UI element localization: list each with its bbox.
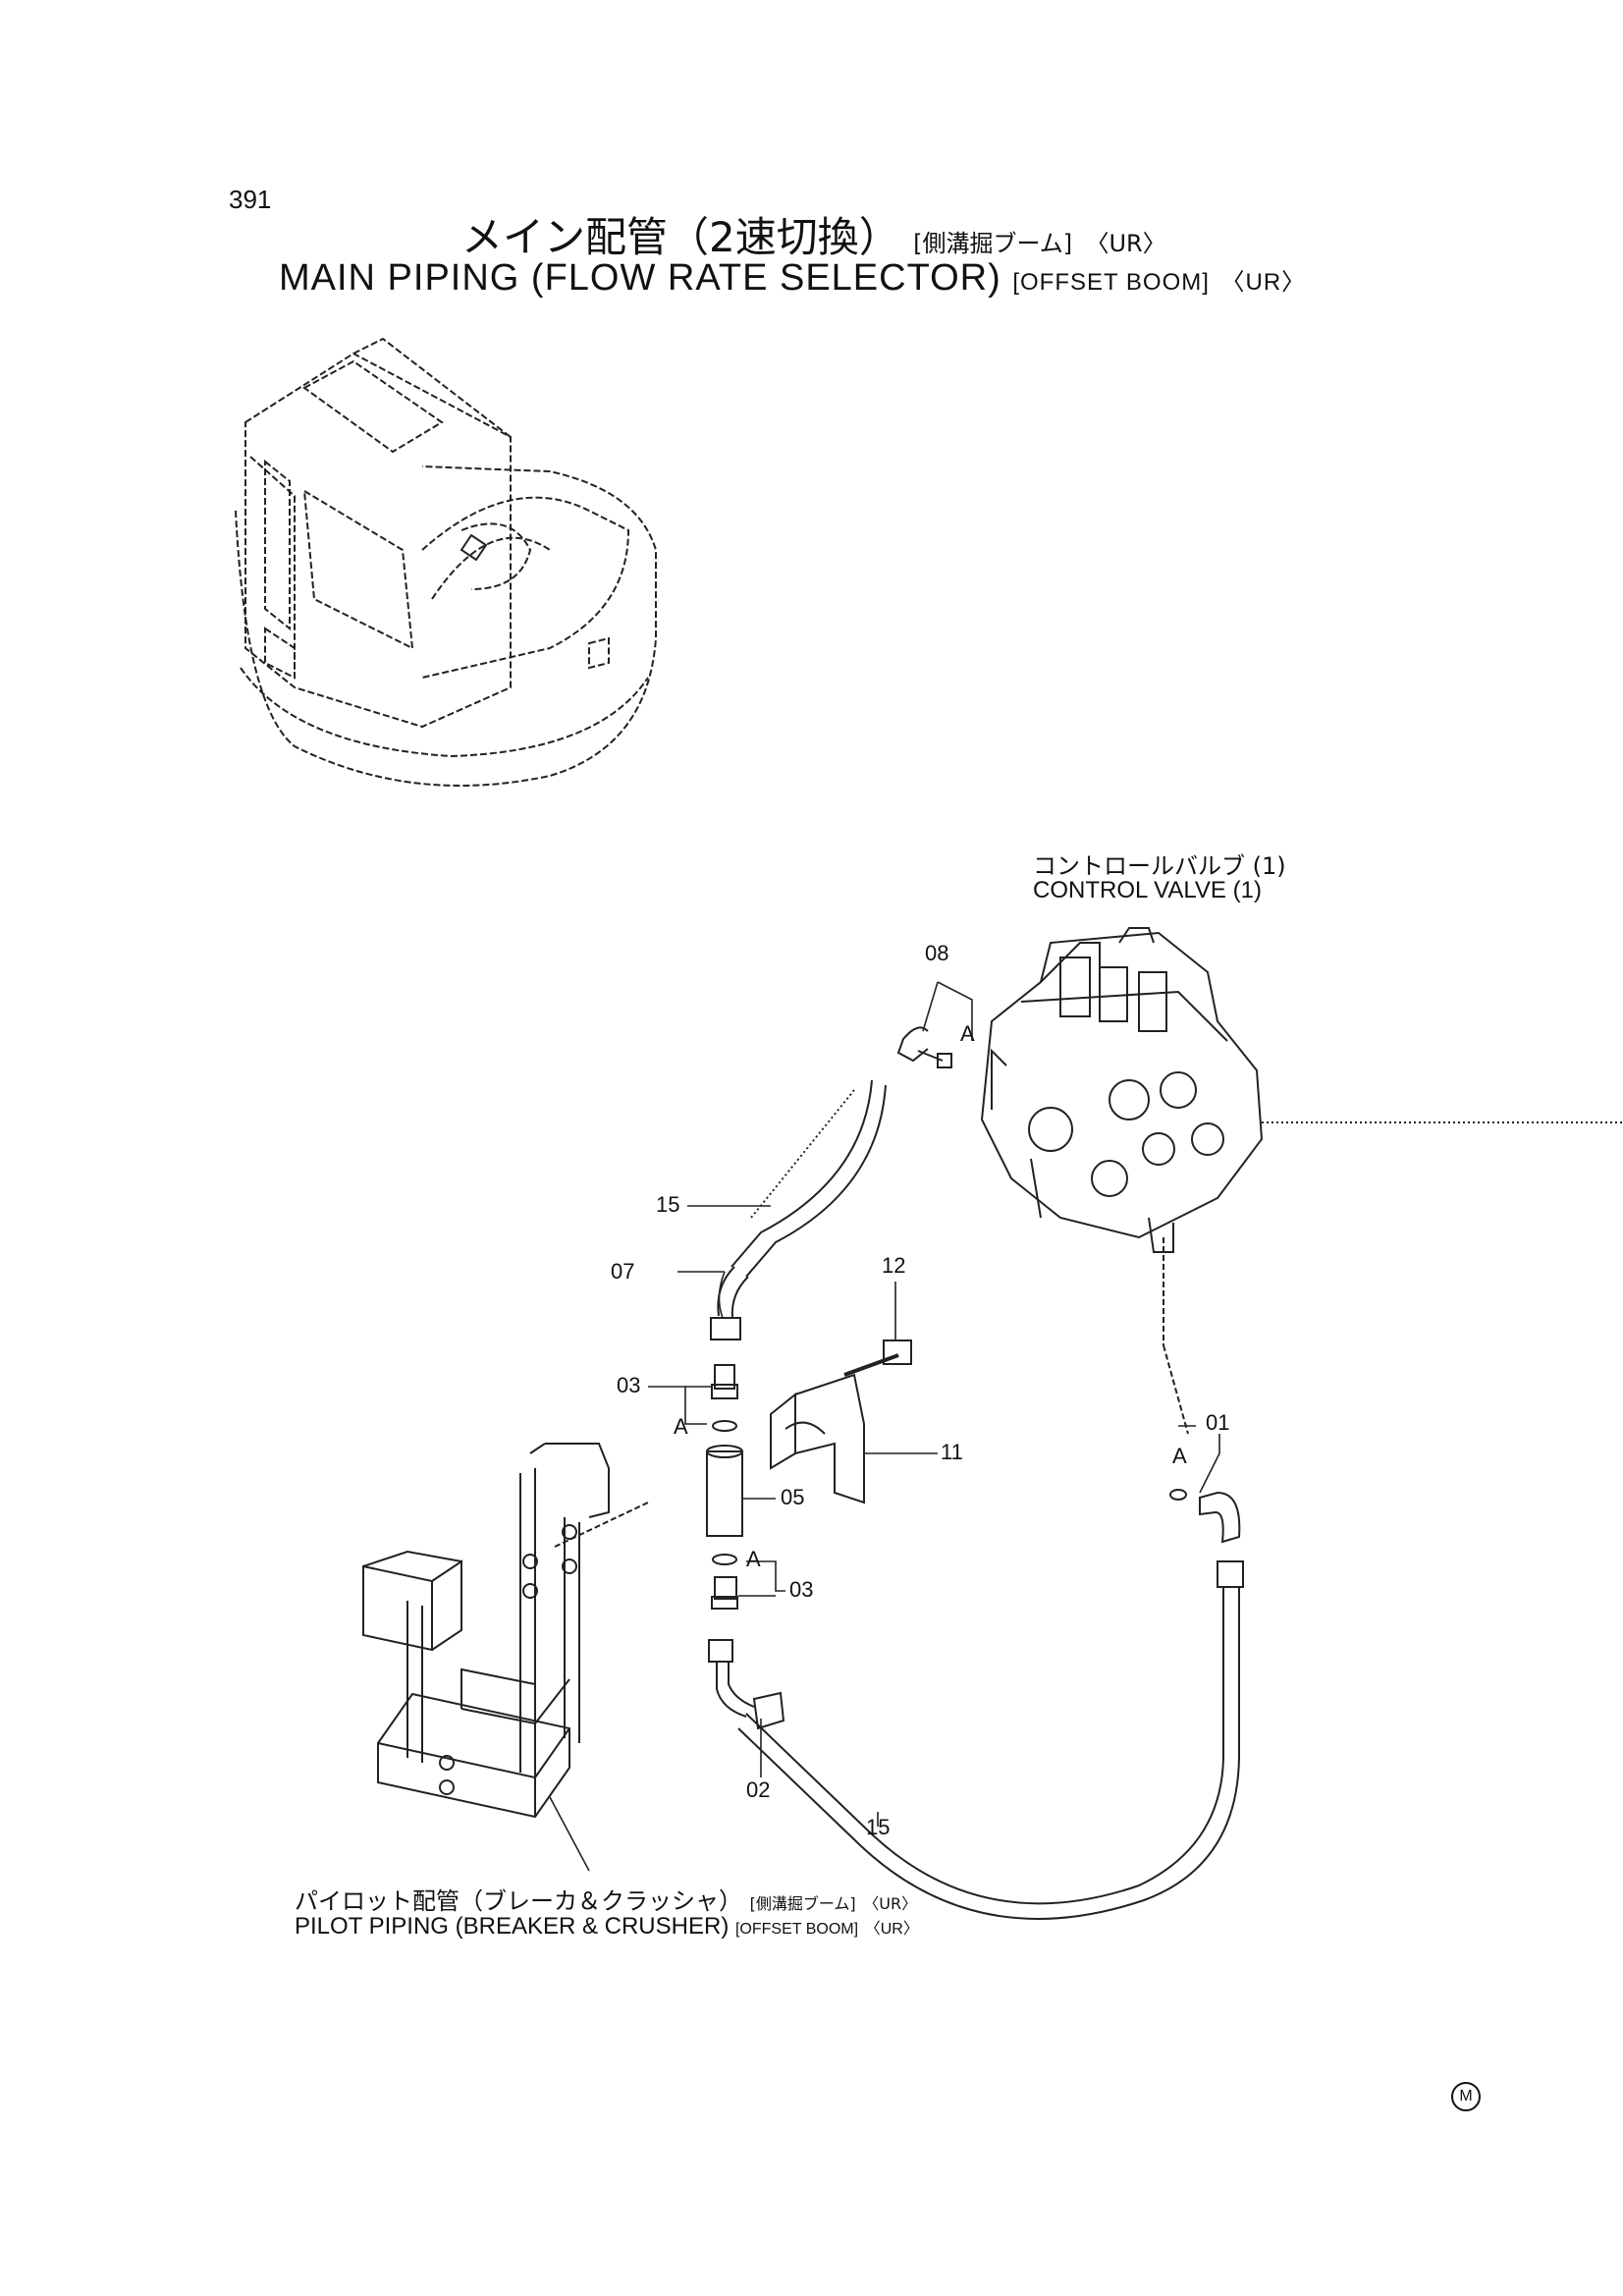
- title-ja-ur: 〈UR〉: [1085, 230, 1166, 257]
- part-label-03-top: 03: [617, 1373, 641, 1397]
- title-en-main: MAIN PIPING (FLOW RATE SELECTOR): [279, 257, 1001, 299]
- pilot-piping-stand: [362, 1443, 649, 1819]
- pilot-piping-label-ja: パイロット配管（ブレーカ＆クラッシャ） [側溝掘ブーム] 〈UR〉: [295, 1882, 917, 1916]
- part-label-a-right: A: [1172, 1444, 1187, 1468]
- title-en-sub: [OFFSET BOOM]: [1012, 269, 1210, 296]
- adapter-and-bracket-drawing: [706, 1339, 912, 1610]
- part-label-03-bottom: 03: [789, 1577, 814, 1602]
- control-valve-label-en: CONTROL VALVE (1): [1033, 877, 1262, 903]
- part-label-02: 02: [746, 1777, 771, 1802]
- part-label-a-mid: A: [746, 1547, 761, 1571]
- pilot-piping-ja-ur: 〈UR〉: [863, 1894, 918, 1913]
- title-english: MAIN PIPING (FLOW RATE SELECTOR) [OFFSET…: [279, 257, 1306, 300]
- part-label-01: 01: [1206, 1410, 1230, 1435]
- excavator-overview-drawing: [235, 337, 657, 787]
- upper-hose-assembly: [710, 1026, 952, 1340]
- title-en-ur: 〈UR〉: [1220, 269, 1307, 296]
- part-label-15-top: 15: [656, 1192, 680, 1217]
- circled-m-mark: M: [1451, 2082, 1481, 2111]
- part-label-11: 11: [941, 1440, 963, 1464]
- pilot-piping-ja-sub: [側溝掘ブーム]: [749, 1894, 856, 1913]
- part-label-05: 05: [781, 1485, 805, 1509]
- pilot-piping-en-ur: 〈UR〉: [864, 1921, 919, 1938]
- right-hose-assembly: [737, 1237, 1244, 1920]
- part-label-12: 12: [882, 1253, 906, 1278]
- control-valve-label-ja: コントロールバルブ (1): [1033, 852, 1286, 880]
- part-label-a-top: A: [960, 1021, 975, 1046]
- part-label-15-bottom: 15: [866, 1815, 891, 1839]
- part-label-08: 08: [925, 941, 949, 965]
- pilot-piping-ja-main: パイロット配管（ブレーカ＆クラッシャ）: [295, 1887, 742, 1915]
- title-ja-main: メイン配管（2速切換）: [461, 213, 900, 261]
- part-label-07: 07: [611, 1259, 635, 1284]
- pilot-piping-label-en: PILOT PIPING (BREAKER & CRUSHER) [OFFSET…: [295, 1913, 919, 1941]
- pilot-piping-en-sub: [OFFSET BOOM]: [734, 1921, 859, 1938]
- leader-lines: [549, 981, 1220, 1872]
- pilot-piping-en-main: PILOT PIPING (BREAKER & CRUSHER): [295, 1913, 730, 1940]
- title-ja-sub: [側溝掘ブーム]: [913, 230, 1073, 257]
- part-label-a-left: A: [674, 1414, 688, 1439]
- page-number: 391: [229, 185, 272, 214]
- control-valve-drawing: [980, 927, 1264, 1253]
- title-japanese: メイン配管（2速切換） [側溝掘ブーム] 〈UR〉: [461, 204, 1166, 264]
- lower-hose-end: [708, 1639, 785, 1730]
